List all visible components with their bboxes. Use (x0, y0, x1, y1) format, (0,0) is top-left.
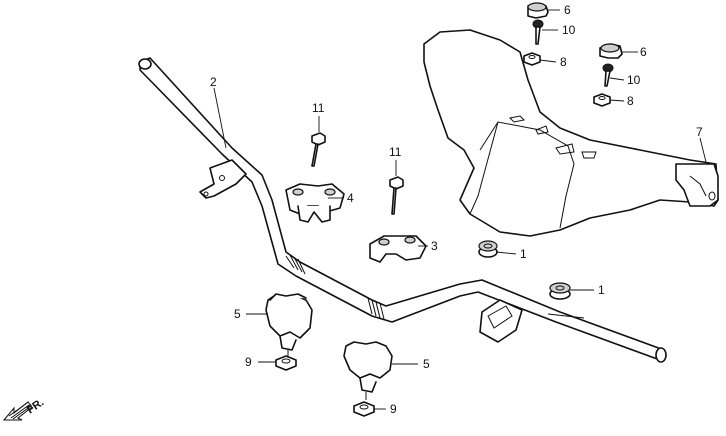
handlebar-upper-holder-3 (369, 235, 427, 263)
callout-9-right: 9 (390, 402, 397, 416)
callout-5-left: 5 (234, 307, 241, 321)
handlebar-upper-holder-4 (285, 183, 345, 223)
grommet-1b (549, 282, 571, 300)
callout-2: 2 (210, 75, 217, 89)
callout-7: 7 (696, 125, 703, 139)
callout-4: 4 (347, 191, 354, 205)
cap-6b (599, 43, 623, 59)
callout-9-left: 9 (245, 355, 252, 369)
front-direction-label: FR. (25, 396, 46, 416)
handlebar (138, 57, 667, 363)
nut-8a (523, 52, 541, 66)
bolt-11a (311, 132, 326, 167)
knurl-band-right (367, 297, 385, 320)
grommet-1a (478, 240, 498, 258)
callout-8-top: 8 (560, 55, 567, 69)
callout-labels: 2 11 11 4 3 1 1 5 9 5 9 6 10 8 6 10 8 7 (210, 3, 703, 416)
callout-10-top: 10 (562, 23, 576, 37)
knurl-band-left (285, 254, 306, 275)
nut-9a (275, 355, 297, 371)
callout-1-upper: 1 (520, 247, 527, 261)
front-direction-arrow-icon (2, 401, 33, 421)
callout-8-right: 8 (627, 94, 634, 108)
front-direction-indicator: FR. (2, 396, 46, 421)
handlebar-bracket-left (199, 159, 247, 199)
cap-6a (527, 2, 549, 19)
handlebar-lower-holder-5b (343, 341, 393, 400)
callout-1-lower: 1 (598, 283, 605, 297)
callout-6-top: 6 (564, 3, 571, 17)
callout-11-lower: 11 (389, 145, 402, 159)
callout-6-right: 6 (640, 45, 647, 59)
screw-10a (532, 19, 544, 45)
handlebar-cover-7 (423, 29, 719, 237)
screw-10b (602, 63, 614, 87)
nut-8b (593, 93, 611, 107)
callout-10-right: 10 (627, 73, 641, 87)
handlebar-lower-holder-5a (265, 293, 313, 360)
callout-3: 3 (431, 239, 438, 253)
bolt-11b (389, 176, 404, 215)
leader-lines (213, 9, 707, 410)
nut-9b (353, 401, 375, 417)
callout-11-top: 11 (312, 101, 325, 115)
handlebar-bracket-right (479, 299, 523, 343)
callout-5-right: 5 (423, 357, 430, 371)
